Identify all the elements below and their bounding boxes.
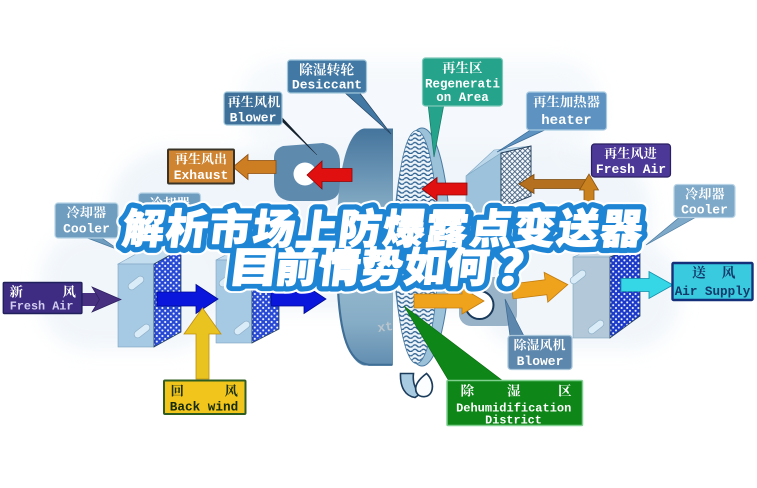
svg-text:Blower: Blower — [230, 111, 277, 126]
svg-text:Regenerati: Regenerati — [425, 78, 500, 92]
svg-text:Back wind: Back wind — [170, 400, 239, 415]
svg-text:Air Supply: Air Supply — [675, 285, 751, 299]
svg-text:Exhaust: Exhaust — [174, 168, 229, 183]
svg-text:heater: heater — [541, 113, 591, 129]
svg-text:Fresh Air: Fresh Air — [596, 162, 666, 177]
svg-text:Fresh Air: Fresh Air — [10, 300, 74, 314]
svg-text:Cooler: Cooler — [681, 203, 728, 218]
svg-text:Desiccant: Desiccant — [292, 78, 362, 93]
svg-text:District: District — [485, 414, 542, 428]
svg-text:Dehumidification: Dehumidification — [456, 402, 571, 416]
svg-text:xt: xt — [376, 319, 394, 336]
svg-text:Blower: Blower — [517, 354, 564, 369]
svg-text:on Area: on Area — [436, 91, 489, 105]
svg-text:Cooler: Cooler — [63, 222, 110, 237]
